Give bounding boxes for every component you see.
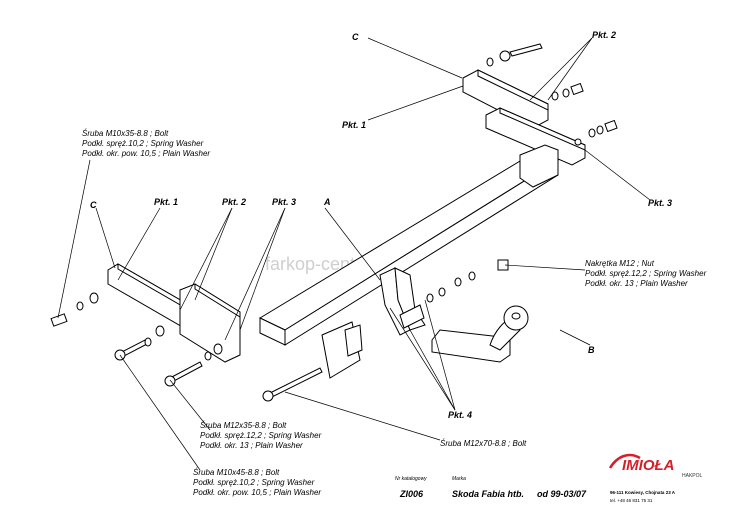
callout-b: B [588,345,595,355]
svg-text:Podkł. spręż.10,2 ; Spring Wa: Podkł. spręż.10,2 ; Spring Washer [193,478,315,487]
svg-text:Śruba M10x35-8.8 ; Bolt: Śruba M10x35-8.8 ; Bolt [82,129,169,138]
callout-c-top: C [352,32,359,42]
top-right-bracket [462,43,618,166]
callout-pkt3-left: Pkt. 3 [272,197,296,207]
callout-c-left: C [90,200,97,210]
callout-pkt1-top: Pkt. 1 [342,120,366,130]
main-crossbar [258,144,560,346]
svg-text:Nakrętka M12 ; Nut: Nakrętka M12 ; Nut [585,259,655,268]
svg-text:Podkł. okr. 13 ; Plain Washer: Podkł. okr. 13 ; Plain Washer [200,441,303,450]
note-mid-left: Śruba M12x35-8.8 ; Bolt Podkł. spręż.12,… [200,421,322,450]
callout-pkt1-left: Pkt. 1 [154,197,178,207]
note-bottom-left: Śruba M10x45-8.8 ; Bolt Podkł. spręż.10,… [193,468,321,497]
brand-caption: Marka [452,476,466,482]
svg-text:Podkł. okr. pow. 10,5 ; Plain: Podkł. okr. pow. 10,5 ; Plain Washer [82,149,210,158]
note-bolt-m12x70: Śruba M12x70-8.8 ; Bolt [440,439,527,448]
svg-text:Podkł. spręż.12,2 ; Spring Wa: Podkł. spręż.12,2 ; Spring Washer [585,269,707,278]
production-range: od 99-03/07 [537,489,587,499]
company-phone: tel. +48 46 831 75 31 [610,498,653,503]
callout-a: A [323,197,331,207]
svg-text:IMIOŁA: IMIOŁA [622,457,675,474]
vehicle-model: Skoda Fabia htb. [452,489,524,499]
svg-text:Podkł. spręż.10,2 ; Spring Wa: Podkł. spręż.10,2 ; Spring Washer [82,139,204,148]
svg-text:Podkł. okr. 13 ; Plain Washer: Podkł. okr. 13 ; Plain Washer [585,279,688,288]
svg-text:Śruba M12x35-8.8 ; Bolt: Śruba M12x35-8.8 ; Bolt [200,421,287,430]
hitch-plate [262,259,509,402]
left-bracket [50,263,241,387]
svg-text:Podkł. okr. pow. 10,5 ; Plain: Podkł. okr. pow. 10,5 ; Plain Washer [193,488,321,497]
callout-pkt3-right: Pkt. 3 [648,198,672,208]
imiola-logo: IMIOŁA HAKPOL [608,453,703,479]
callout-pkt4: Pkt. 4 [448,410,472,420]
leader-lines [57,37,651,471]
company-address: 96-111 Kowiesy, Chojnata 23 A [610,490,676,495]
catalog-number: ZI006 [399,489,424,499]
svg-text:HAKPOL: HAKPOL [682,473,703,479]
catalog-caption: Nr katalogowy [395,476,427,482]
note-right: Nakrętka M12 ; Nut Podkł. spręż.12,2 ; S… [585,259,707,288]
note-top-left: Śruba M10x35-8.8 ; Bolt Podkł. spręż.10,… [82,129,210,158]
tow-ball-hook [431,305,529,363]
svg-text:Śruba M10x45-8.8 ; Bolt: Śruba M10x45-8.8 ; Bolt [193,468,280,477]
callout-pkt2-top: Pkt. 2 [592,30,616,40]
callout-pkt2-left: Pkt. 2 [222,197,246,207]
svg-text:Podkł. spręż.12,2 ; Spring Wa: Podkł. spręż.12,2 ; Spring Washer [200,431,322,440]
